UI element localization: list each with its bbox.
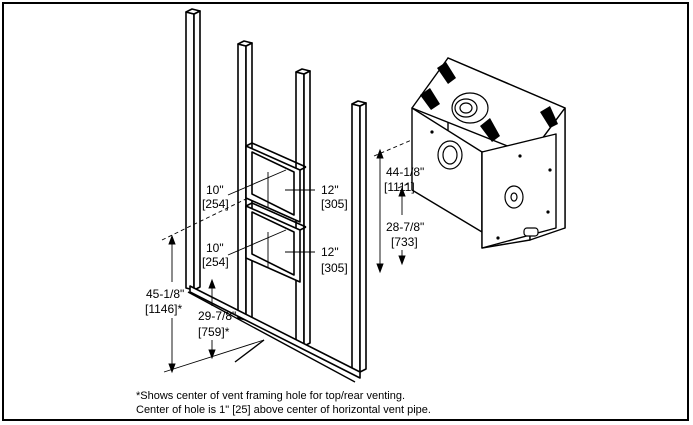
upper-height-metric: [305] <box>321 197 348 211</box>
unit-top-height-metric: [1111] <box>384 180 415 194</box>
lower-width-metric: [254] <box>202 255 229 269</box>
rear-hole-height-metric: [759]* <box>198 325 230 339</box>
top-hole-height-imperial: 45-1/8" <box>146 287 184 301</box>
stud-2 <box>237 43 247 321</box>
bottom-plate <box>189 285 361 379</box>
lower-height-imperial: 12" <box>321 245 339 259</box>
unit-rear-height-imperial: 28-7/8" <box>386 220 424 234</box>
top-hole-height-metric: [1146]* <box>145 302 182 316</box>
upper-width-metric: [254] <box>202 197 229 211</box>
rear-hole-height-imperial: 29-7/8" <box>198 309 236 323</box>
upper-height-imperial: 12" <box>321 183 339 197</box>
unit-top-height-imperial: 44-1/8" <box>386 165 424 179</box>
footnote-line-2: Center of hole is 1" [25] above center o… <box>136 404 431 416</box>
stud-4 <box>351 103 361 373</box>
bracket-1 <box>437 62 456 84</box>
floor-line <box>187 291 356 383</box>
lower-height-metric: [305] <box>321 261 348 275</box>
bracket-4 <box>540 106 558 128</box>
footnote-line-1: *Shows center of vent framing hole for t… <box>136 390 406 402</box>
diagram-frame <box>2 2 689 421</box>
unit-rear-height-metric: [733] <box>391 235 418 249</box>
lower-width-imperial: 10" <box>206 241 224 255</box>
stove-unit <box>411 57 566 249</box>
floor-corner <box>234 339 265 363</box>
bracket-2 <box>420 88 440 110</box>
bracket-3 <box>480 118 500 142</box>
upper-width-imperial: 10" <box>206 183 224 197</box>
stud-1 <box>185 11 195 291</box>
